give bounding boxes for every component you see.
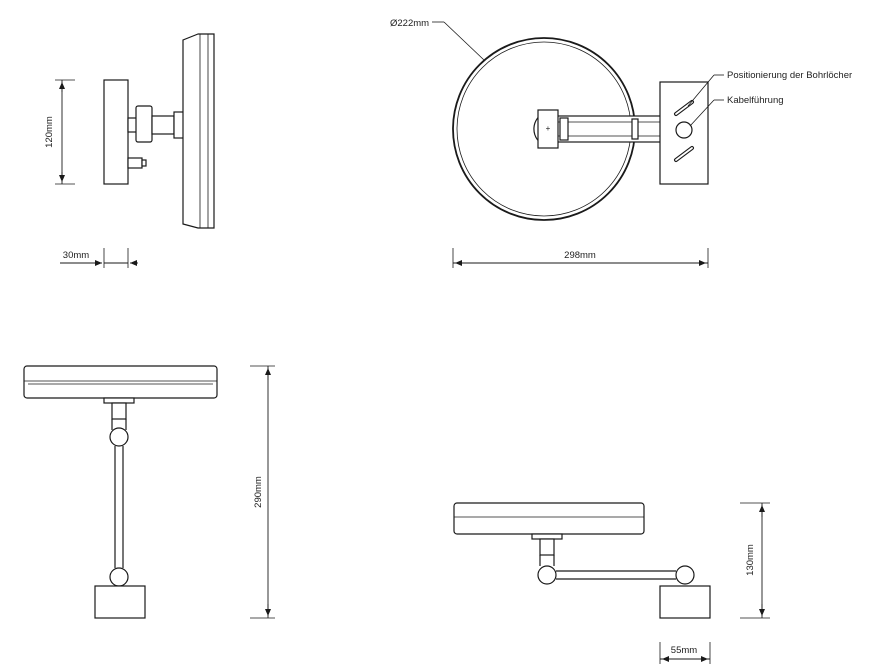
top-wall-plate [94,585,146,619]
front-width-label: 298mm [564,250,596,261]
bottom-depth-label: 55mm [671,645,697,656]
front-pivot-block [537,109,559,149]
top-upper-joint [109,427,129,447]
svg-text:+: + [546,124,551,133]
top-view: 290mm [23,365,275,619]
side-height-label: 120mm [44,116,55,148]
side-view: 120mm 30mm [44,33,215,268]
front-cable-hole [675,121,693,139]
top-mirror [23,365,218,399]
side-depth-label: 30mm [63,250,89,261]
positioning-label: Positionierung der Bohrlöcher [727,70,852,81]
bottom-height-label: 130mm [745,544,756,576]
arm-view: 130mm 55mm [453,502,770,664]
side-cable-stub [127,157,143,169]
arm-view-upper-block [539,538,555,556]
arm-view-wall-joint [675,565,695,585]
arm-view-wall-plate [659,585,711,619]
cable-label: Kabelführung [727,95,784,106]
top-upper-joint-block [111,402,127,420]
side-wall-plate [103,79,129,185]
diameter-label: Ø222mm [390,18,429,29]
side-joint-nut [151,115,175,135]
arm-view-mirror [453,502,645,535]
arm-view-mirror-joint [537,565,557,585]
top-lower-joint [109,567,129,587]
front-view: + Ø222mm Positionierung der Bohrlöcher K… [390,18,852,268]
side-mirror-profile [182,33,215,229]
top-length-label: 290mm [253,476,264,508]
side-joint-block [135,105,153,143]
